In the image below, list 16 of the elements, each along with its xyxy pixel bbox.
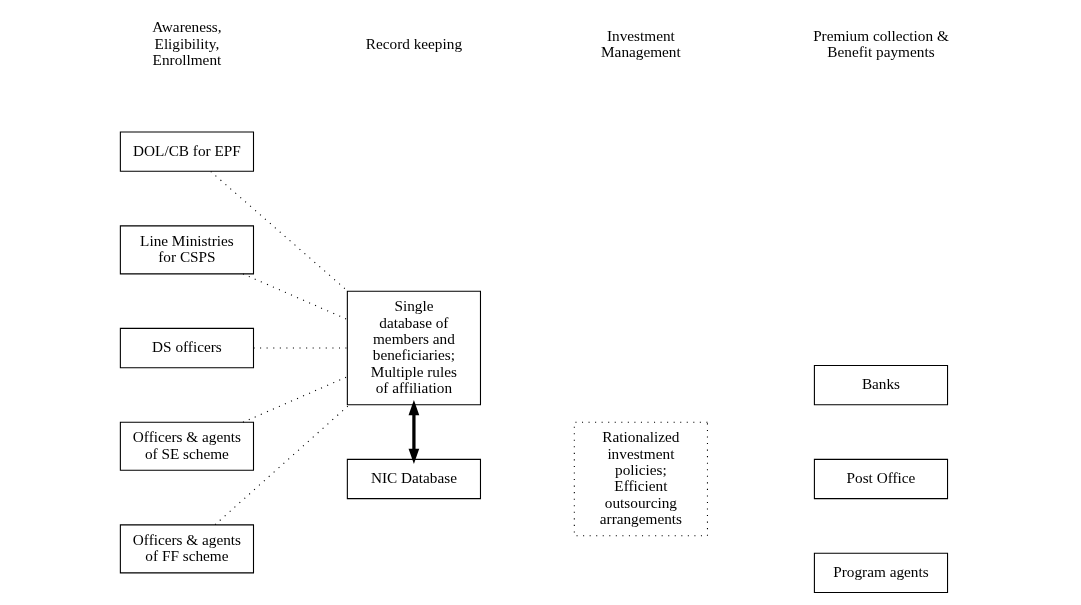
- node-box: DS officers: [119, 327, 255, 369]
- node-box: Officers & agents of FF scheme: [119, 524, 255, 574]
- node-box: Post Office: [813, 458, 949, 500]
- node-box: DOL/CB for EPF: [119, 131, 255, 172]
- label: Awareness, Eligibility, Enrollment: [152, 18, 222, 69]
- label: Record keeping: [365, 34, 463, 52]
- node-box: Rationalized investment policies; Efficient outsourcing arrangements: [573, 421, 708, 537]
- node-box: Program agents: [813, 552, 949, 594]
- arrow: [408, 399, 420, 464]
- label: Investment Management: [601, 26, 681, 60]
- node-box: Officers & agents of SE scheme: [119, 421, 255, 471]
- node-box: NIC Database: [346, 458, 482, 500]
- node-box: Line Ministries for CSPS: [119, 225, 255, 275]
- label: Premium collection & Benefit payments: [813, 26, 949, 60]
- node-box: Banks: [813, 364, 949, 406]
- node-box: Single database of members and beneficiaries; Multiple rules of affiliation: [346, 290, 482, 406]
